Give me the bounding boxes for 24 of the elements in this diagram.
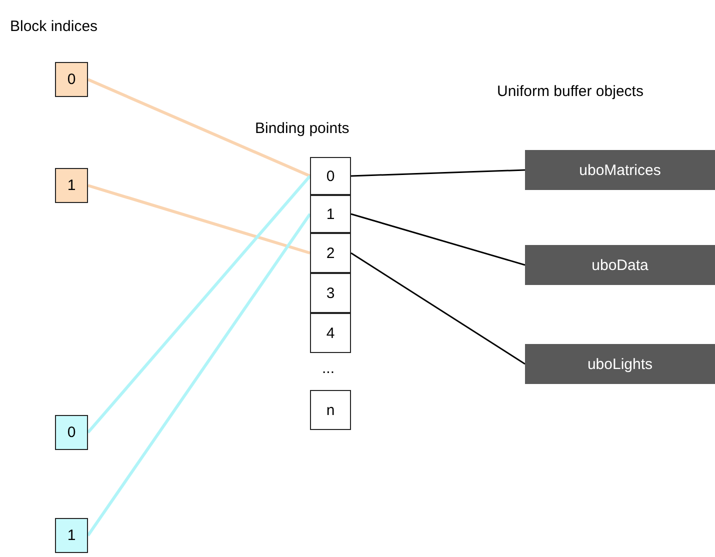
heading-text: Uniform buffer objects — [497, 83, 644, 100]
binding-point-box: 3 — [310, 273, 351, 313]
heading-text: Binding points — [255, 120, 350, 137]
block-index-box: 0 — [55, 62, 88, 97]
connector-line — [350, 169, 526, 177]
block-index-box: 0 — [55, 415, 88, 450]
block-index-box: 1 — [55, 168, 88, 203]
buffer-object-box: uboData — [525, 245, 715, 285]
binding-point-box: 2 — [310, 233, 351, 273]
binding-point-box: 1 — [310, 195, 351, 233]
connector-line — [350, 213, 526, 266]
heading-text: Block indices — [10, 18, 98, 35]
binding-point-box: n — [310, 390, 351, 430]
binding-point-box: 0 — [310, 157, 351, 195]
buffer-object-box: uboMatrices — [525, 150, 715, 190]
connector-line — [86, 175, 312, 434]
connector-line — [88, 184, 310, 254]
binding-point-box: 4 — [310, 313, 351, 353]
ellipsis-text: ... — [322, 360, 335, 377]
connector-line — [87, 78, 311, 178]
block-index-box: 1 — [55, 518, 88, 553]
connector-line — [350, 252, 526, 365]
connector-line — [86, 213, 312, 536]
buffer-object-box: uboLights — [525, 344, 715, 384]
